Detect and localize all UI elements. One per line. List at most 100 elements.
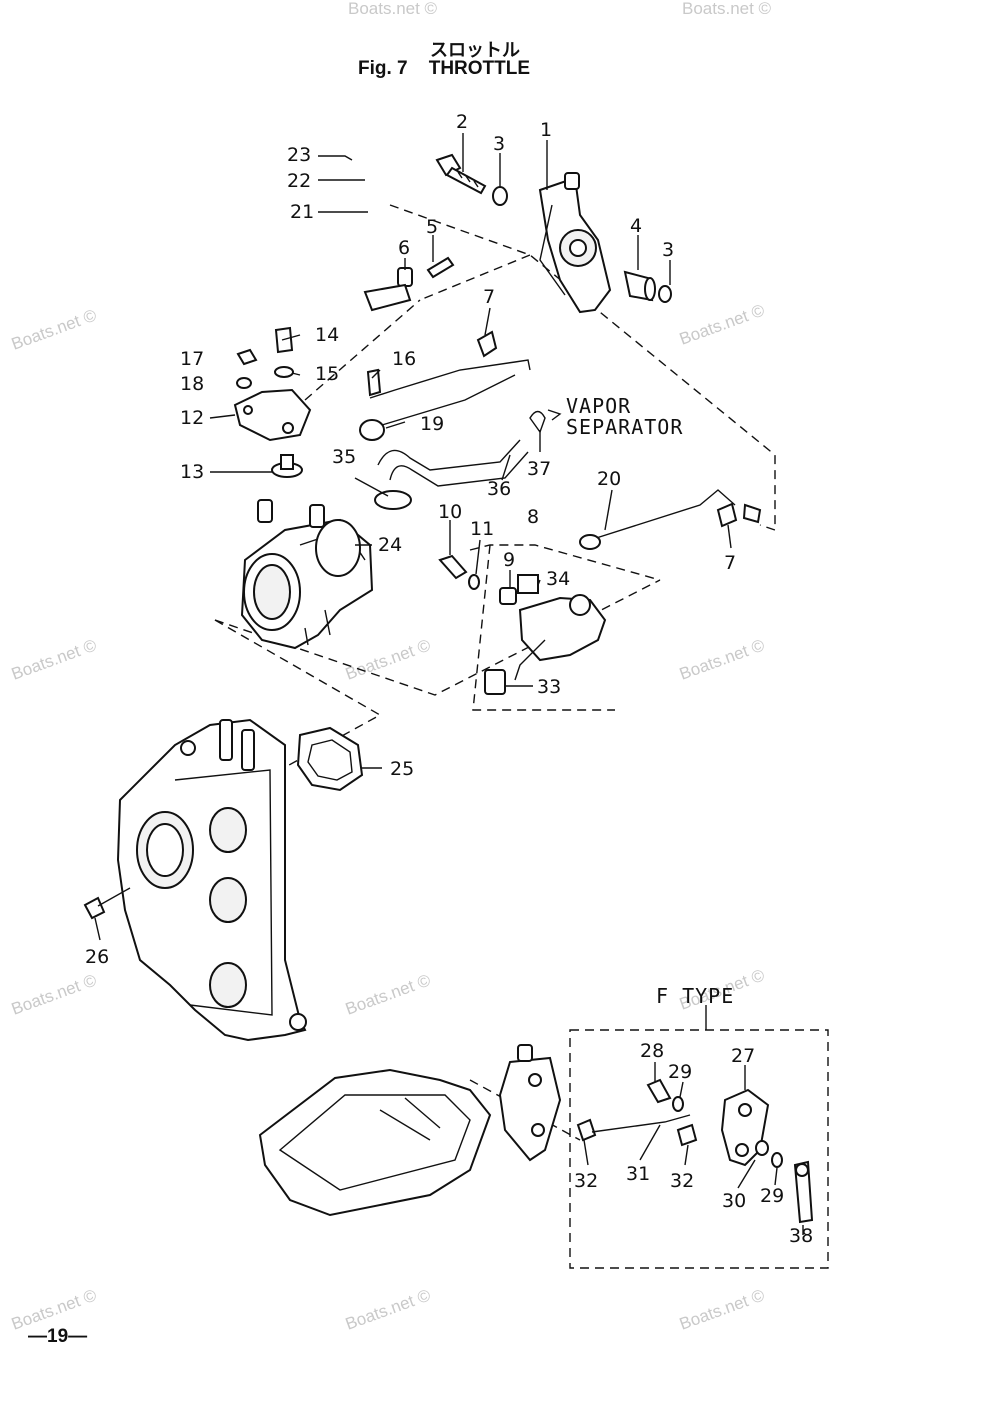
washer-part [492, 186, 508, 206]
clip-part [676, 1123, 698, 1147]
callout-17: 17 [180, 348, 204, 370]
callout-15: 15 [315, 363, 339, 385]
intake-manifold-part [116, 718, 307, 1042]
callout-2: 2 [456, 111, 468, 133]
arrow-icon [547, 409, 562, 421]
callout-21: 21 [290, 201, 314, 223]
bolt-part [435, 153, 487, 195]
callout-5: 5 [426, 216, 438, 238]
clip-part [476, 330, 498, 358]
throttle-body-part [240, 499, 374, 650]
watermark: Boats.net © [677, 635, 768, 683]
washer-part [236, 377, 252, 389]
callout-32: 32 [574, 1170, 598, 1192]
bolt-shank [97, 887, 131, 907]
hose-clip-part [374, 490, 412, 510]
washer-part [672, 1096, 684, 1112]
clip-part [529, 410, 546, 434]
callout-labels: 1 2 3 3 4 5 6 7 7 8 9 10 11 12 13 14 15 … [85, 111, 813, 1247]
bolt-part [438, 554, 468, 580]
collar-part [271, 454, 303, 478]
rod-part [381, 374, 516, 426]
rod-part [591, 1114, 691, 1133]
callout-3: 3 [662, 239, 674, 261]
collar-part [755, 1140, 769, 1156]
rod-end-part [579, 534, 601, 550]
callout-8: 8 [527, 506, 539, 528]
gasket-inner [307, 739, 353, 781]
callout-29: 29 [668, 1061, 692, 1083]
bolt-part [83, 896, 106, 920]
note-f-type: F TYPE [656, 984, 734, 1008]
watermark: Boats.net © [677, 1285, 768, 1333]
link-arm-part [363, 283, 412, 312]
callout-29: 29 [760, 1185, 784, 1207]
assembly-line-arm [419, 254, 531, 301]
callout-14: 14 [315, 324, 339, 346]
callout-19: 19 [420, 413, 444, 435]
cowling-part [258, 1068, 492, 1217]
callout-23: 23 [287, 144, 311, 166]
callout-35: 35 [332, 446, 356, 468]
callout-20: 20 [597, 468, 621, 490]
washer-part [658, 285, 672, 303]
callout-36: 36 [487, 478, 511, 500]
throttle-link-part [514, 594, 607, 681]
collar-part [397, 267, 413, 287]
hose-part [377, 439, 521, 471]
gasket-part [296, 726, 364, 792]
clip-part [716, 502, 738, 528]
watermark: Boats.net © [343, 970, 434, 1018]
callout-9: 9 [503, 549, 515, 571]
watermark: Boats.net © [343, 635, 434, 683]
assembly-line-plate [304, 299, 421, 401]
page-number: —19— [28, 1326, 88, 1347]
watermark: Boats.net © [677, 300, 768, 348]
watermark: Boats.net © [9, 305, 100, 353]
link-rod-part [793, 1160, 814, 1224]
plate-part [517, 574, 539, 594]
bracket-plate-part [233, 388, 312, 442]
assembly-line-manifold [214, 619, 382, 771]
callout-1: 1 [540, 119, 552, 141]
screw-part [426, 256, 455, 279]
callout-31: 31 [626, 1163, 650, 1185]
callout-24: 24 [378, 534, 402, 556]
assembly-line-link-group-box [472, 544, 615, 711]
clip-part [742, 503, 762, 524]
callout-13: 13 [180, 461, 204, 483]
hose-part [389, 451, 529, 487]
washer-part [771, 1152, 783, 1168]
callout-12: 12 [180, 407, 204, 429]
watermark: Boats.net © [343, 1285, 434, 1333]
collar-part [623, 270, 656, 302]
watermark: Boats.net © [348, 0, 438, 18]
assembly-line-throttle-shaft [389, 204, 776, 531]
rod-end-part [359, 419, 385, 441]
callout-27: 27 [731, 1045, 755, 1067]
collar-part [499, 587, 517, 605]
callout-33: 33 [537, 676, 561, 698]
callout-30: 30 [722, 1190, 746, 1212]
callout-22: 22 [287, 170, 311, 192]
throttle-rod-part [369, 359, 531, 399]
link-block-part [484, 669, 506, 695]
bolt-part [646, 1078, 672, 1104]
watermark: Boats.net © [9, 970, 100, 1018]
washer-part [468, 574, 480, 590]
callout-26: 26 [85, 946, 109, 968]
callout-32: 32 [670, 1170, 694, 1192]
callout-37: 37 [527, 458, 551, 480]
callout-11: 11 [470, 518, 494, 540]
callout-7: 7 [724, 552, 736, 574]
callout-4: 4 [630, 215, 642, 237]
washer-part [274, 366, 294, 378]
ball-joint-part [366, 368, 382, 397]
throttle-lever-part [538, 172, 612, 314]
callout-25: 25 [390, 758, 414, 780]
note-vapor: VAPOR [566, 394, 631, 418]
title-japanese: スロットル [430, 40, 520, 61]
callout-28: 28 [640, 1040, 664, 1062]
callout-34: 34 [546, 568, 570, 590]
